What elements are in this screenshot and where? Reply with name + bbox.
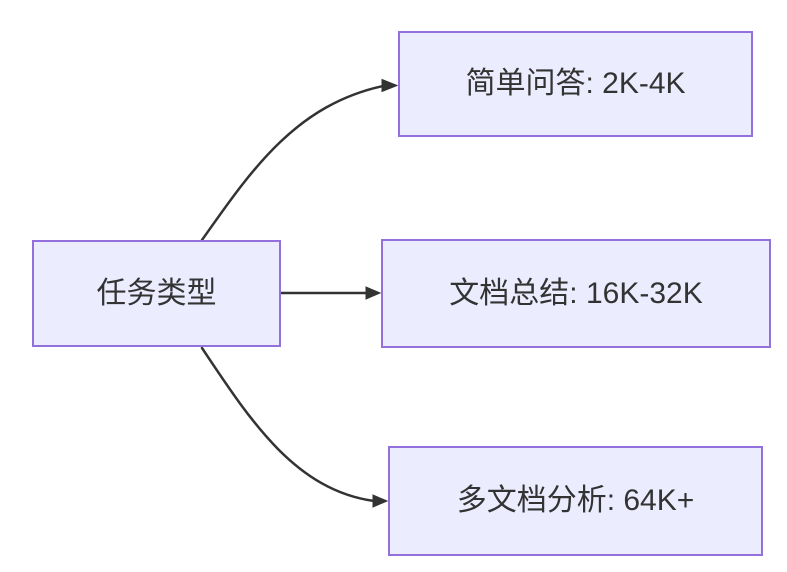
edge-root-to-simple-qa: [200, 84, 385, 242]
node-multi-doc: 多文档分析: 64K+: [388, 446, 763, 556]
node-simple-qa-label: 简单问答: 2K-4K: [465, 67, 686, 100]
node-simple-qa: 简单问答: 2K-4K: [398, 31, 753, 137]
node-task-type: 任务类型: [32, 240, 281, 347]
arrowhead-icon: [372, 494, 389, 508]
edge-root-to-multi-doc: [200, 346, 376, 503]
node-multi-doc-label: 多文档分析: 64K+: [456, 484, 695, 517]
arrowhead-icon: [365, 286, 382, 300]
node-doc-summary: 文档总结: 16K-32K: [381, 239, 771, 348]
arrowhead-icon: [381, 78, 399, 93]
node-doc-summary-label: 文档总结: 16K-32K: [449, 276, 703, 310]
node-task-type-label: 任务类型: [96, 276, 217, 310]
